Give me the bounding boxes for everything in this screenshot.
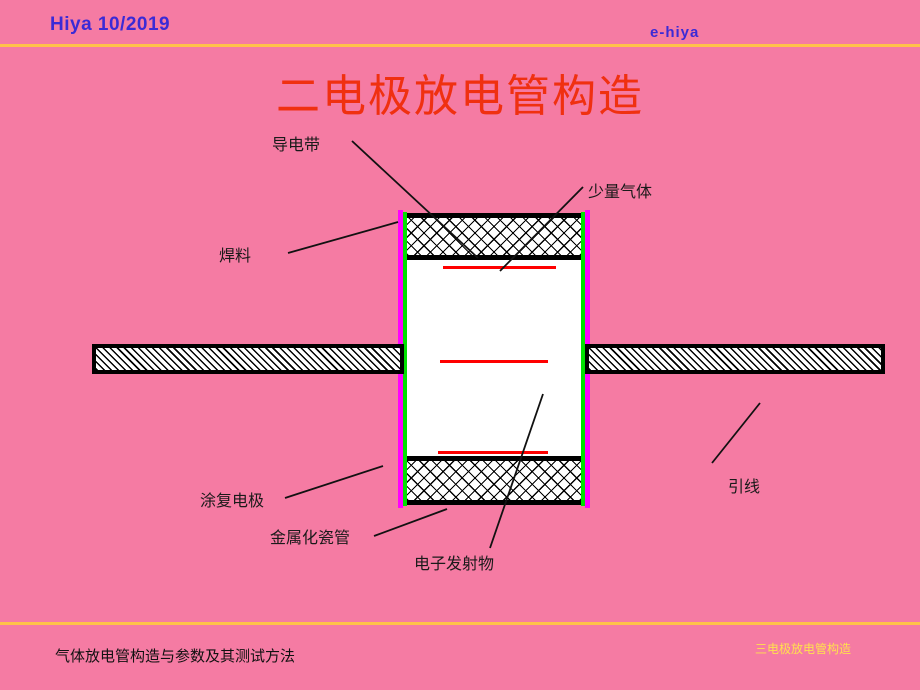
page-title: 二电极放电管构造 (276, 71, 644, 122)
electrode-coating-top (443, 266, 556, 269)
label-solder: 焊料 (219, 246, 252, 265)
label-electron-emitter: 电子发射物 (414, 554, 495, 573)
label-metallized-ceramic-tube: 金属化瓷管 (270, 528, 351, 547)
leader-line-lead-wire (711, 402, 761, 464)
solder-block-bottom (407, 456, 581, 505)
footer-divider (0, 622, 920, 625)
header-left-text: Hiya 10/2019 (50, 14, 171, 35)
electrode-coating-middle (440, 360, 548, 363)
solder-block-top (407, 213, 581, 260)
leader-line-coated-electrode (284, 465, 384, 499)
leader-line-electron-emitter (489, 393, 544, 549)
lead-wire-right (585, 344, 885, 374)
leader-line-solder (287, 221, 399, 254)
header-right-text: e-hiya (650, 24, 700, 41)
leader-line-conductive-strip (351, 140, 479, 259)
lead-wire-left (92, 344, 404, 374)
label-small-gas: 少量气体 (588, 182, 653, 201)
label-coated-electrode: 涂复电极 (200, 491, 265, 510)
header-divider (0, 44, 920, 47)
footer-right-text[interactable]: 三电极放电管构造 (755, 642, 852, 656)
inner-wall-right (581, 212, 585, 506)
label-lead-wire: 引线 (728, 477, 761, 496)
leader-line-small-gas (499, 186, 584, 272)
electrode-coating-bottom (438, 451, 548, 454)
leader-line-metallized-tube (373, 508, 448, 537)
label-conductive-strip: 导电带 (272, 135, 321, 154)
inner-wall-left (403, 212, 407, 506)
footer-left-text: 气体放电管构造与参数及其测试方法 (55, 647, 296, 665)
